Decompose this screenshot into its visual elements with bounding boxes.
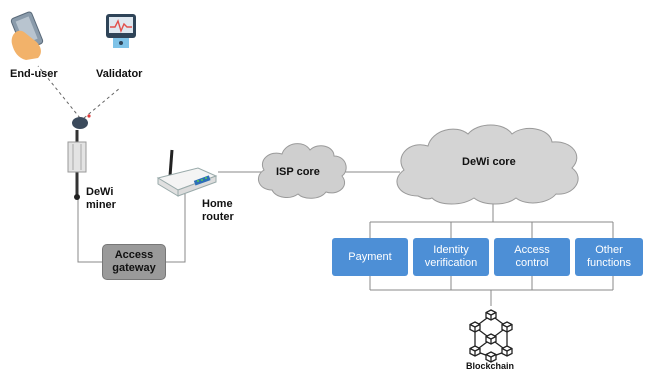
home-router-label-line: Home [202, 198, 233, 210]
dewi-miner-label-line: miner [86, 199, 116, 211]
service-label-line: Access [514, 244, 550, 256]
service-label-line: Other [595, 244, 623, 256]
validator-monitor-icon [106, 14, 136, 48]
home-router-icon [156, 149, 218, 197]
isp-core-label: ISP core [276, 166, 320, 178]
home-router-label-line: router [202, 211, 234, 223]
service-box-access-control: Access control [494, 238, 570, 276]
service-label-line: verification [424, 257, 478, 269]
smartphone-hand-icon [10, 11, 44, 60]
dewi-core-label: DeWi core [462, 156, 516, 168]
link-validator [83, 87, 121, 119]
service-label-line: functions [586, 257, 632, 269]
validator-label: Validator [96, 68, 143, 80]
service-label-line: Identity [433, 244, 469, 256]
end-user-label: End-user [10, 68, 58, 80]
home-router-label: Home router [202, 198, 234, 224]
service-box-payment: Payment [332, 238, 408, 276]
access-gateway-label-line: Access [114, 249, 154, 261]
dewi-miner-label: DeWi miner [86, 186, 116, 212]
service-label-line: Payment [348, 250, 392, 263]
dewi-miner-label-line: DeWi [86, 186, 114, 198]
miner-antenna-icon [67, 114, 91, 200]
blockchain-icon [469, 309, 513, 363]
isp-core-cloud [257, 143, 347, 199]
service-box-identity-verification: Identity verification [413, 238, 489, 276]
blockchain-label: Blockchain [466, 361, 515, 371]
wire-miner-gateway [77, 198, 102, 263]
link-end-user [37, 65, 81, 119]
dewi-core-cloud [396, 124, 579, 205]
wire-gateway-router [166, 192, 186, 263]
access-gateway-label-line: gateway [112, 262, 156, 274]
access-gateway-box: Access gateway [102, 244, 166, 280]
service-label-line: control [515, 257, 549, 269]
service-box-other-functions: Other functions [575, 238, 643, 276]
